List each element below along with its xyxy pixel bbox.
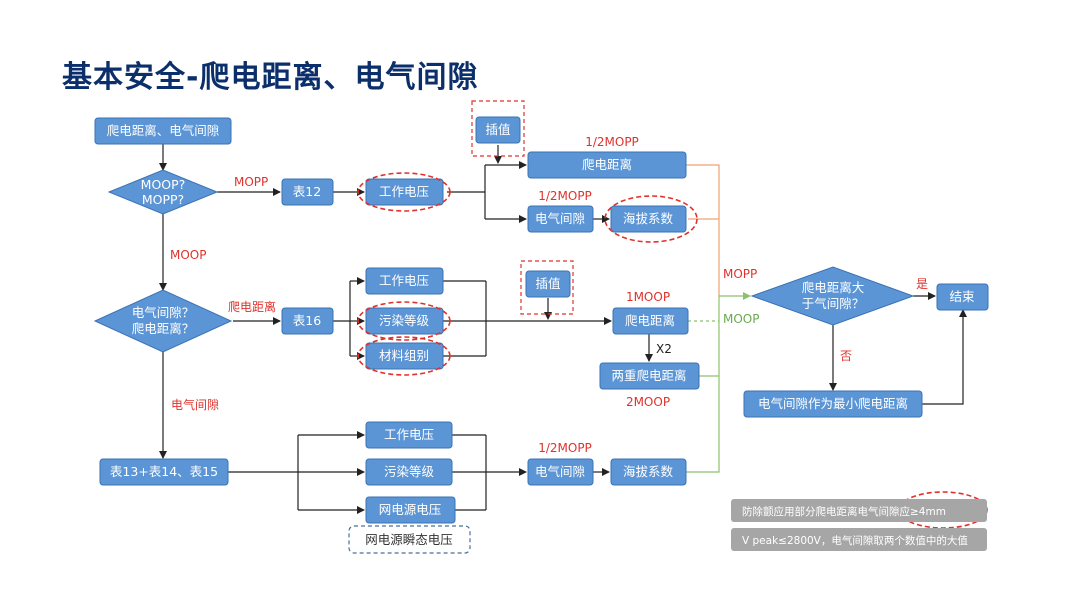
label-half-mopp-a: 1/2MOPP [585,135,639,149]
table12-box: 表12 [281,178,334,206]
highlight-working-voltage [357,172,451,212]
svg-text:爬电距离大: 爬电距离大 [802,280,865,295]
table13-14-15-box: 表13+表14、表15 [99,458,229,486]
highlight-interp1 [471,100,525,157]
edge-creep1-collector [686,164,720,296]
label-yes: 是 [916,277,928,291]
svg-text:爬电距离、电气间隙: 爬电距离、电气间隙 [107,123,220,138]
label-moop: MOOP [170,248,206,262]
svg-text:插值: 插值 [485,122,510,137]
decision-creepage-gt-clearance: 爬电距离大 于气间隙？ [750,266,915,326]
svg-text:爬电距离: 爬电距离 [582,157,632,172]
label-half-mopp-b: 1/2MOPP [538,189,592,203]
label-moop-right: MOOP [723,312,759,326]
working-voltage-box-3: 工作电压 [365,421,453,449]
label-creepage: 爬电距离 [228,299,276,314]
decision-clearance-creepage: 电气间隙？ 爬电距离？ [93,289,233,353]
decision-moop-mopp: MOOP? MOPP? [107,169,219,215]
svg-text:插值: 插值 [535,276,560,291]
svg-text:海拔系数: 海拔系数 [623,211,674,226]
interpolation-box-2: 插值 [525,270,571,298]
highlight-interp2 [520,260,574,315]
label-2moop: 2MOOP [626,395,670,409]
mains-voltage-box-3: 网电源电压 [365,496,456,524]
svg-text:两重爬电距离: 两重爬电距离 [611,368,686,383]
svg-text:电气间隙？: 电气间隙？ [132,305,195,320]
svg-text:MOOP?: MOOP? [141,177,186,192]
creepage-box-2: 爬电距离 [612,307,689,335]
note-vpeak: V peak≤2800V，电气间隙取两个数值中的大值 [731,528,987,551]
highlight-pollution [357,301,451,341]
edge-labels: MOPP MOOP 爬电距离 电气间隙 1/2MOPP 1/2MOPP 1MOO… [170,135,928,455]
label-no: 否 [840,349,852,363]
edge-alt3-collector [686,296,720,473]
clearance-box-1: 电气间隙 [527,205,594,233]
label-clearance: 电气间隙 [171,397,219,412]
svg-text:V peak≤2800V，电气间隙取两个数值中的大值: V peak≤2800V，电气间隙取两个数值中的大值 [742,534,968,547]
svg-text:电气间隙作为最小爬电距离: 电气间隙作为最小爬电距离 [758,396,908,411]
creepage-box-1: 爬电距离 [527,151,687,179]
label-mopp-right: MOPP [723,267,757,281]
svg-text:表16: 表16 [293,313,321,328]
svg-text:工作电压: 工作电压 [379,184,429,199]
connectors [159,144,967,514]
svg-text:网电源瞬态电压: 网电源瞬态电压 [365,532,453,547]
svg-text:网电源电压: 网电源电压 [379,502,442,517]
svg-text:工作电压: 工作电压 [384,427,434,442]
svg-text:爬电距离: 爬电距离 [625,313,675,328]
end-node: 结束 [936,283,989,311]
highlight-material [357,336,451,376]
svg-text:材料组别: 材料组别 [379,348,429,363]
svg-text:污染等级: 污染等级 [384,464,435,479]
label-x2: X2 [656,342,672,356]
svg-text:表12: 表12 [293,184,321,199]
min-creepage-box: 电气间隙作为最小爬电距离 [743,390,923,418]
svg-text:污染等级: 污染等级 [379,313,430,328]
pollution-degree-box-2: 污染等级 [365,307,444,335]
svg-text:结束: 结束 [949,289,975,304]
working-voltage-box-1: 工作电压 [365,178,444,206]
highlight-altitude [604,195,698,243]
working-voltage-box-2: 工作电压 [365,267,444,295]
mains-transient-box: 网电源瞬态电压 [348,525,471,554]
start-node: 爬电距离、电气间隙 [94,117,232,145]
label-mopp: MOPP [234,175,268,189]
svg-text:于气间隙？: 于气间隙？ [802,296,865,311]
svg-text:电气间隙: 电气间隙 [535,464,585,479]
svg-text:工作电压: 工作电压 [379,273,429,288]
pollution-degree-box-3: 污染等级 [365,458,453,486]
svg-text:MOPP?: MOPP? [142,192,184,207]
label-half-mopp-c: 1/2MOPP [538,441,592,455]
edge-minc-end [922,309,967,405]
note-defib: 防除颤应用部分爬电距离电气间隙应≥4mm [731,499,987,522]
label-1moop: 1MOOP [626,290,670,304]
table16-box: 表16 [281,307,334,335]
svg-text:爬电距离？: 爬电距离？ [132,321,195,336]
svg-text:海拔系数: 海拔系数 [623,464,674,479]
material-group-box-2: 材料组别 [365,342,444,370]
svg-text:电气间隙: 电气间隙 [535,211,585,226]
svg-text:防除颤应用部分爬电距离电气间隙应≥4mm: 防除颤应用部分爬电距离电气间隙应≥4mm [742,505,946,518]
svg-text:表13+表14、表15: 表13+表14、表15 [110,464,218,479]
interpolation-box-1: 插值 [475,116,521,144]
page-title: 基本安全-爬电距离、电气间隙 [62,60,479,95]
altitude-box-3: 海拔系数 [610,458,687,486]
altitude-box-1: 海拔系数 [610,205,687,233]
double-creepage-box: 两重爬电距离 [599,362,700,390]
clearance-box-3: 电气间隙 [527,458,594,486]
